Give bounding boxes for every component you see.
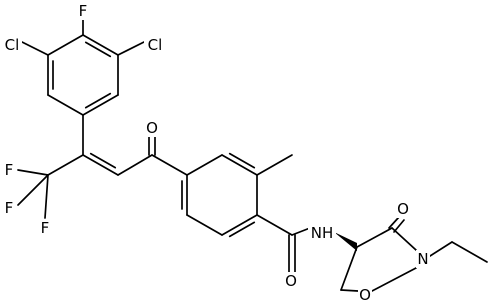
ring-c-bond (340, 289, 359, 292)
atom-o-ring: O (359, 286, 371, 304)
ring-c-bond (371, 267, 417, 292)
ring-a-double (84, 92, 112, 109)
ring-a-double (84, 41, 112, 58)
atom-o-ketone: O (146, 119, 158, 137)
bond-vinyl-double (82, 154, 119, 176)
ring-a-bond (82, 34, 119, 56)
atom-o-amide: O (285, 272, 297, 290)
atom-cl-right: Cl (148, 36, 163, 54)
atom-n-ring: N (417, 250, 428, 268)
bond-ketone-ring (151, 154, 188, 176)
bond-vinyl-double-inner (89, 152, 117, 169)
ring-c-bond (340, 246, 358, 291)
atom-cl-left: Cl (5, 36, 20, 54)
bond-c-cl-left (21, 41, 49, 56)
atom-labels: F Cl Cl O F F F NH O O N O (0, 2, 430, 304)
atom-f-para: F (79, 2, 88, 20)
atom-o-ring-ketone: O (397, 200, 409, 218)
ring-b-double (228, 152, 256, 169)
bond-ring-co (388, 216, 400, 229)
bond-c-cl-right (117, 41, 145, 56)
ring-c-bond (356, 227, 393, 248)
ring-b-bond (186, 214, 223, 236)
bond-amide-n (291, 227, 311, 236)
bond-vinyl-cf3 (47, 154, 84, 176)
bond-c-f2 (17, 174, 49, 206)
stereo-wedge (334, 232, 357, 251)
ring-a-bond (47, 34, 84, 56)
ring-c-bond (391, 227, 417, 251)
atom-nh: NH (311, 224, 334, 242)
ring-a-bond (47, 94, 84, 116)
bond-ring-amide (256, 214, 293, 236)
bond-c-f1 (17, 169, 49, 176)
bonds (17, 19, 488, 292)
atom-f1: F (5, 161, 14, 179)
bond-c-f3 (44, 174, 49, 219)
atom-f3: F (41, 219, 50, 237)
ring-b-bond (221, 214, 258, 236)
ring-a-bond (82, 94, 119, 116)
ring-b-bond (186, 154, 223, 176)
bond-n-ethyl (429, 241, 453, 257)
bond-methyl (256, 154, 293, 176)
bond-vinyl-ketone (117, 154, 153, 176)
bond-ethyl (451, 241, 488, 263)
bond-ring-co-2 (393, 219, 405, 233)
ring-b-double (228, 221, 256, 238)
ring-b-bond (221, 154, 258, 176)
atom-f2: F (5, 199, 14, 217)
